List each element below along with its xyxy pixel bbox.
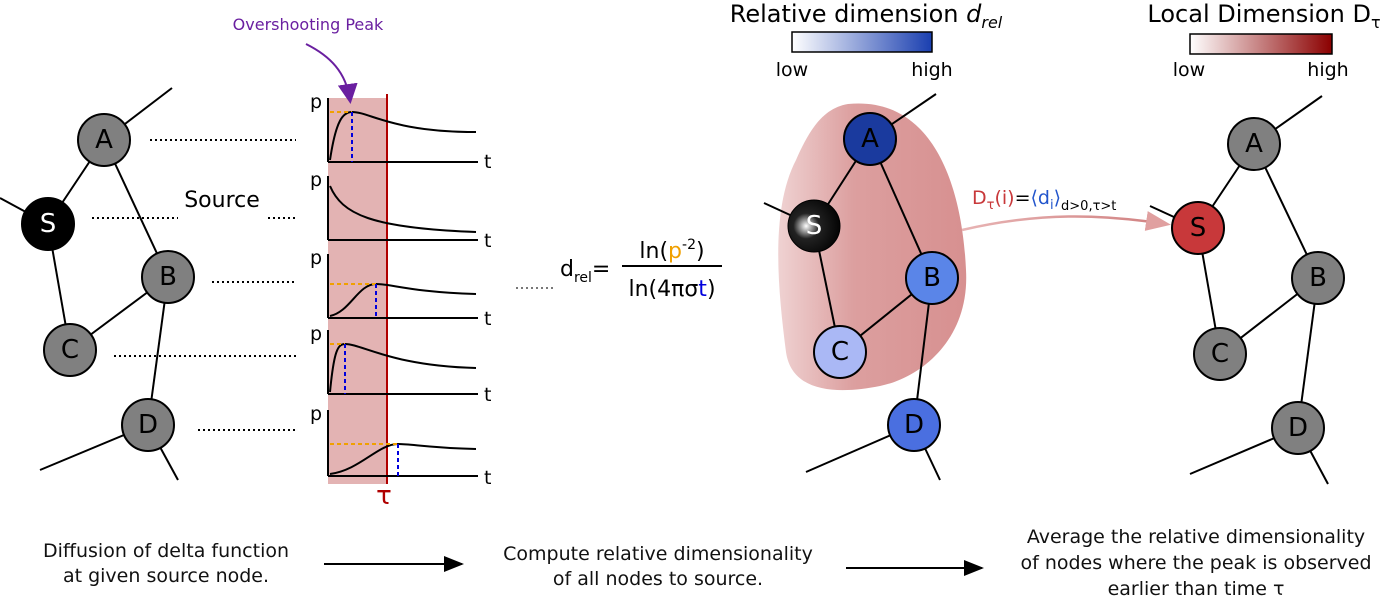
plot-2: p t bbox=[310, 169, 491, 252]
right-node-B: B bbox=[1291, 251, 1345, 305]
local-colorbar-title: Local Dimension Dτ bbox=[1147, 0, 1380, 32]
right-node-A: A bbox=[1227, 117, 1281, 171]
right-node-D-label: D bbox=[1288, 413, 1308, 443]
plot-2-y-label: p bbox=[310, 169, 322, 191]
relative-colorbar-low: low bbox=[776, 59, 808, 81]
left-node-C: C bbox=[43, 323, 97, 377]
middle-node-D-label: D bbox=[904, 410, 924, 440]
plot-1-x-label: t bbox=[484, 151, 491, 173]
right-node-C-label: C bbox=[1211, 339, 1229, 369]
local-colorbar-low: low bbox=[1173, 59, 1205, 81]
left-node-A: A bbox=[77, 113, 131, 167]
left-node-C-label: C bbox=[61, 335, 79, 365]
middle-node-A-label: A bbox=[861, 124, 879, 154]
plot-5-x-label: t bbox=[484, 467, 491, 489]
right-node-B-label: B bbox=[1309, 263, 1327, 293]
tau-label: τ bbox=[376, 481, 392, 511]
middle-graph: A S B C D bbox=[763, 93, 967, 481]
overshooting-peak-annotation: Overshooting Peak bbox=[233, 15, 384, 34]
caption-step-2-line-1: Compute relative dimensionality bbox=[503, 543, 813, 565]
formula-lhs: drel= bbox=[560, 257, 610, 286]
left-node-S: S bbox=[21, 197, 75, 251]
relative-colorbar-title: Relative dimension drel bbox=[730, 0, 1003, 32]
plot-1-y-label: p bbox=[310, 91, 322, 113]
caption-step-3-line-1: Average the relative dimensionality bbox=[1027, 526, 1365, 548]
source-label: Source bbox=[184, 188, 260, 213]
overshooting-peak-arrow bbox=[305, 43, 358, 104]
caption-step-1-line-2: at given source node. bbox=[63, 565, 269, 587]
right-node-C: C bbox=[1193, 327, 1247, 381]
tau-band bbox=[328, 98, 387, 484]
left-graph: A S B C D bbox=[0, 87, 195, 481]
right-node-D: D bbox=[1271, 401, 1325, 455]
caption-step-3-line-3: earlier than time τ bbox=[1108, 578, 1285, 600]
relative-dimension-formula: drel= ln(p-2) ln(4πσt) bbox=[560, 237, 722, 302]
local-dimension-formula: Dτ(i)=⟨di⟩d>0,τ>t bbox=[961, 187, 1171, 232]
caption-step-3-line-2: of nodes where the peak is observed bbox=[1020, 552, 1371, 574]
middle-node-C: C bbox=[813, 325, 867, 379]
caption-step-3: Average the relative dimensionality of n… bbox=[1020, 526, 1371, 600]
relative-dimension-colorbar: Relative dimension drel low high bbox=[730, 0, 1003, 81]
plot-4: p t bbox=[310, 323, 491, 406]
right-node-A-label: A bbox=[1245, 129, 1263, 159]
middle-node-S-label: S bbox=[806, 211, 823, 241]
local-dimension-colorbar: Local Dimension Dτ low high bbox=[1147, 0, 1380, 81]
neighborhood-blob bbox=[778, 103, 967, 391]
left-node-D: D bbox=[121, 398, 175, 452]
caption-step-1: Diffusion of delta function at given sou… bbox=[43, 540, 289, 587]
local-colorbar-high: high bbox=[1307, 59, 1348, 81]
plot-4-y-label: p bbox=[310, 323, 322, 345]
left-node-B-label: B bbox=[159, 262, 177, 292]
middle-node-D: D bbox=[887, 398, 941, 452]
plot-4-x-label: t bbox=[484, 384, 491, 406]
left-node-S-label: S bbox=[40, 209, 57, 239]
plot-3-x-label: t bbox=[484, 308, 491, 330]
relative-colorbar-high: high bbox=[911, 59, 952, 81]
plot-5-y-label: p bbox=[310, 403, 322, 425]
middle-node-B: B bbox=[905, 251, 959, 305]
right-graph: A S B C D bbox=[1149, 95, 1345, 485]
local-formula-text: Dτ(i)=⟨di⟩d>0,τ>t bbox=[972, 187, 1116, 214]
left-node-A-label: A bbox=[95, 125, 113, 155]
caption-step-2-line-2: of all nodes to source. bbox=[553, 568, 763, 590]
left-node-B: B bbox=[141, 250, 195, 304]
formula-denominator: ln(4πσt) bbox=[628, 277, 715, 302]
plot-1: p t bbox=[310, 91, 491, 173]
plot-2-x-label: t bbox=[484, 230, 491, 252]
right-node-S-label: S bbox=[1190, 213, 1207, 243]
caption-step-2: Compute relative dimensionality of all n… bbox=[503, 543, 813, 590]
plot-3-y-label: p bbox=[310, 247, 322, 269]
left-connectors bbox=[92, 139, 296, 431]
plot-3: p t bbox=[310, 247, 491, 330]
left-node-D-label: D bbox=[138, 410, 158, 440]
formula-numerator: ln(p-2) bbox=[639, 237, 704, 264]
middle-node-C-label: C bbox=[831, 337, 849, 367]
plot-5: p t bbox=[310, 403, 491, 489]
caption-step-1-line-1: Diffusion of delta function bbox=[43, 540, 289, 562]
middle-node-S: S bbox=[787, 199, 841, 253]
middle-node-B-label: B bbox=[923, 263, 941, 293]
middle-node-A: A bbox=[843, 112, 897, 166]
right-node-S: S bbox=[1171, 201, 1225, 255]
